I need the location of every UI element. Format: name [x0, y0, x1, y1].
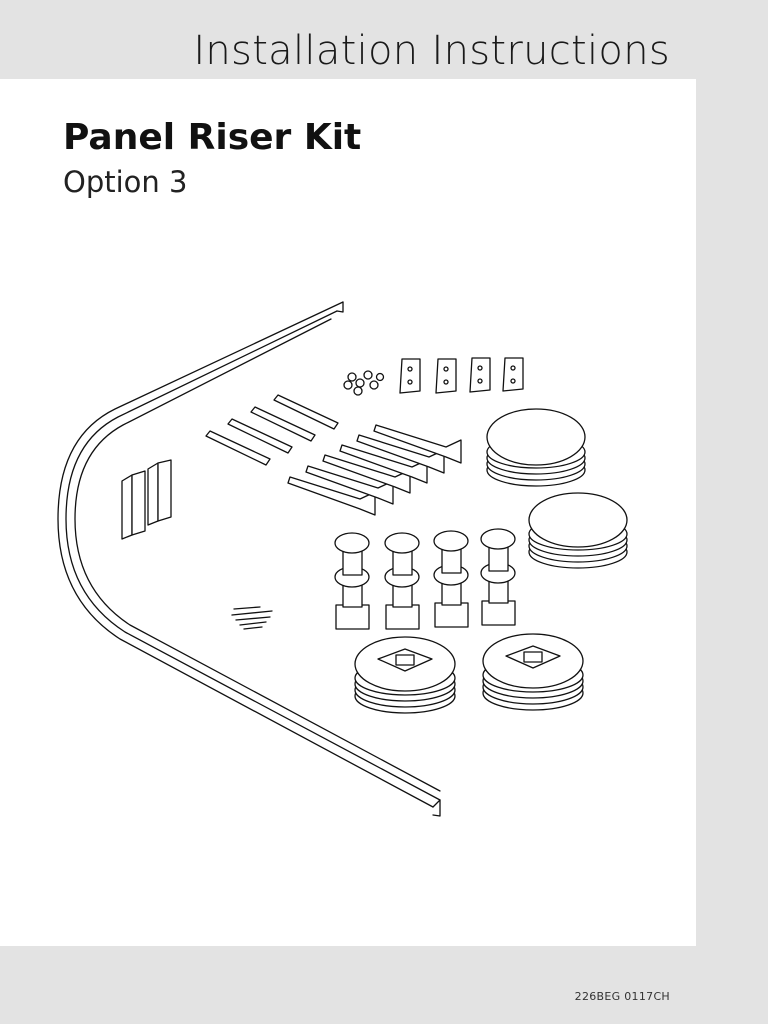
mounting-brackets — [399, 357, 524, 394]
document-code: 226BEG 0117CH — [574, 990, 670, 1003]
screws-pile — [343, 370, 385, 396]
angle-brackets — [121, 459, 172, 540]
base-disc-stack — [482, 633, 584, 711]
document-page: Panel Riser Kit Option 3 — [0, 79, 696, 946]
curved-panel-profile — [57, 301, 441, 817]
kit-components-illustration — [57, 301, 628, 817]
flat-strips — [205, 394, 339, 466]
small-fixings — [231, 606, 273, 630]
base-disc-stack — [354, 636, 456, 714]
document-title: Panel Riser Kit — [63, 117, 362, 158]
channel-rails — [287, 424, 462, 516]
header-title: Installation Instructions — [193, 28, 670, 74]
disc-stack — [486, 408, 586, 487]
adjustable-legs — [334, 528, 516, 630]
document-subtitle: Option 3 — [63, 165, 188, 199]
disc-stack — [528, 492, 628, 569]
